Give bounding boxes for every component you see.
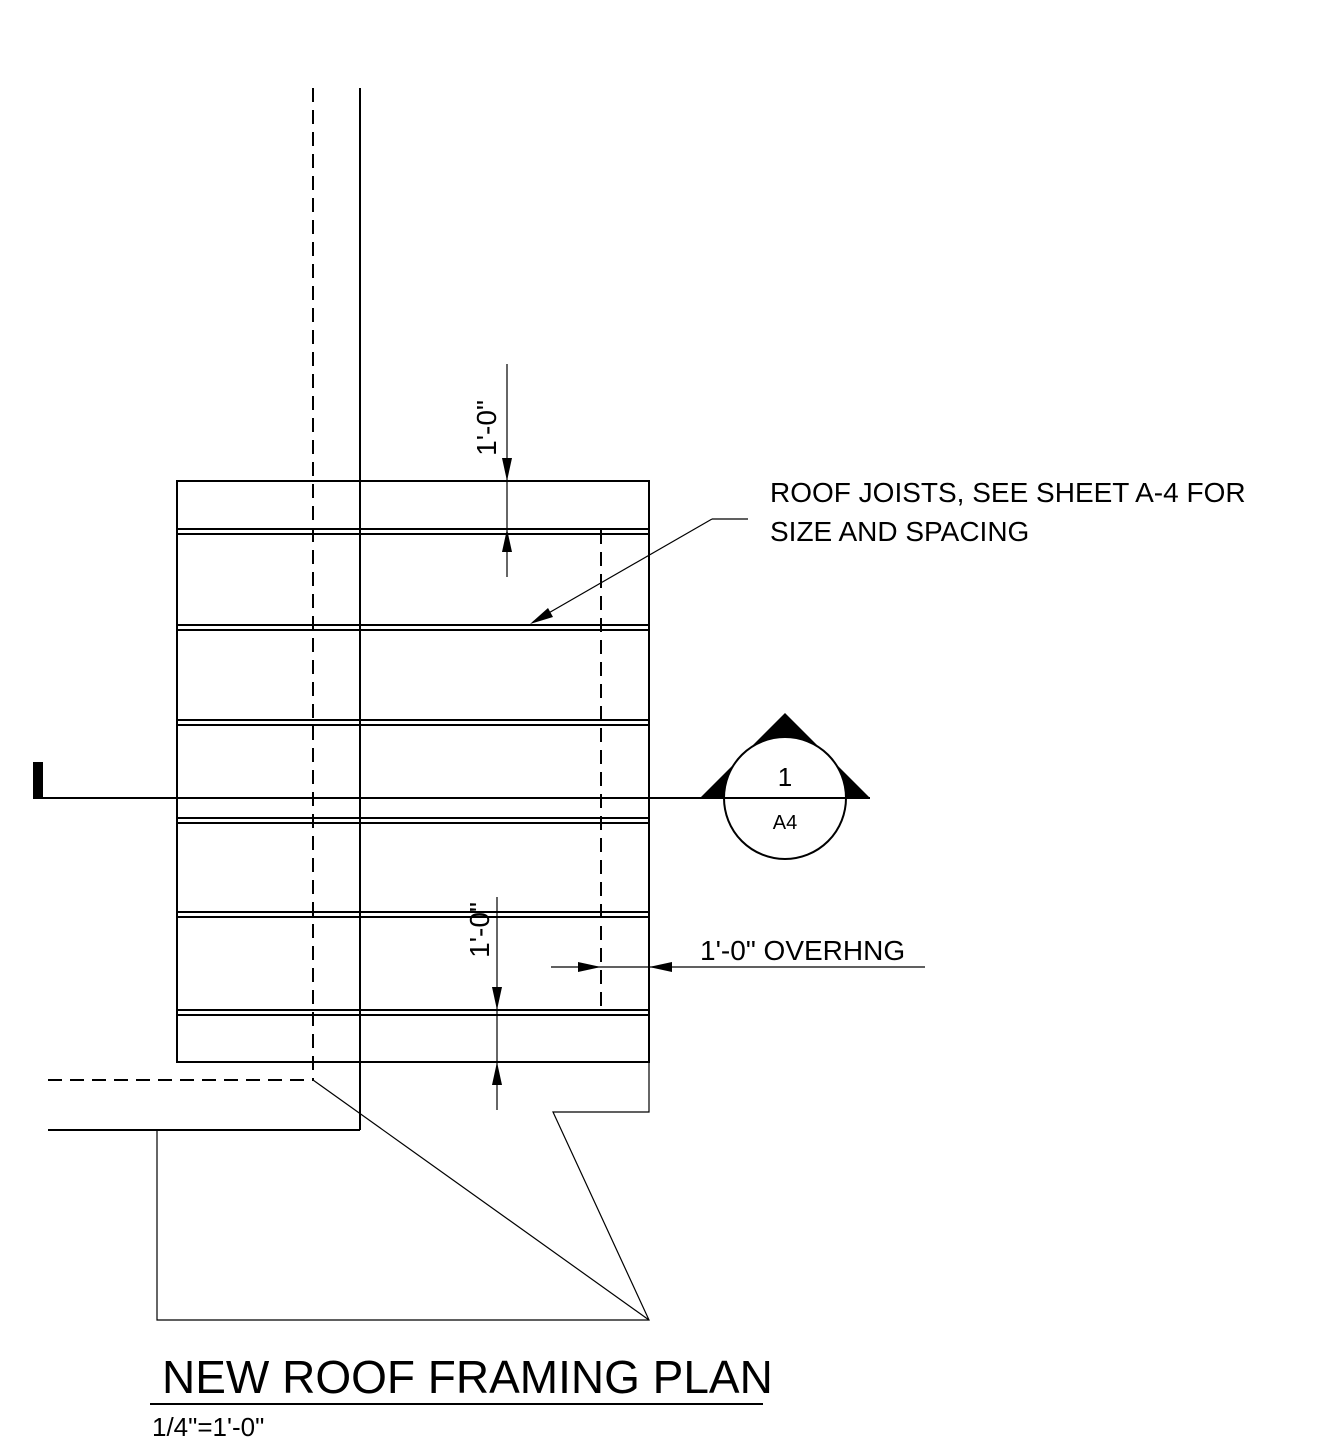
roof-joists [177, 528, 649, 1016]
joist [177, 624, 649, 631]
section-marker: 1 A4 [700, 713, 870, 860]
callout-outline [156, 1062, 650, 1321]
drawing-title: NEW ROOF FRAMING PLAN [162, 1351, 773, 1403]
bottom-dimension: 1'-0" [464, 897, 502, 1110]
overhang-label: 1'-0" OVERHNG [700, 935, 905, 966]
overhang-dimension: 1'-0" OVERHNG [551, 935, 925, 972]
section-number: 1 [778, 762, 792, 792]
joist [177, 911, 649, 918]
joist [177, 528, 649, 535]
roof-outline [176, 480, 650, 1063]
existing-wall [48, 88, 361, 1131]
joist-note-line2: SIZE AND SPACING [770, 516, 1029, 547]
joist-note-line1: ROOF JOISTS, SEE SHEET A-4 FOR [770, 477, 1246, 508]
joist [177, 719, 649, 726]
section-sheet: A4 [773, 812, 797, 834]
bottom-dimension-label: 1'-0" [464, 902, 495, 958]
joist [177, 1009, 649, 1016]
joist [177, 817, 649, 824]
top-dimension-label: 1'-0" [471, 400, 502, 456]
drawing-scale: 1/4"=1'-0" [152, 1412, 264, 1442]
top-dimension: 1'-0" [471, 364, 512, 577]
joist-note-leader [530, 518, 748, 624]
